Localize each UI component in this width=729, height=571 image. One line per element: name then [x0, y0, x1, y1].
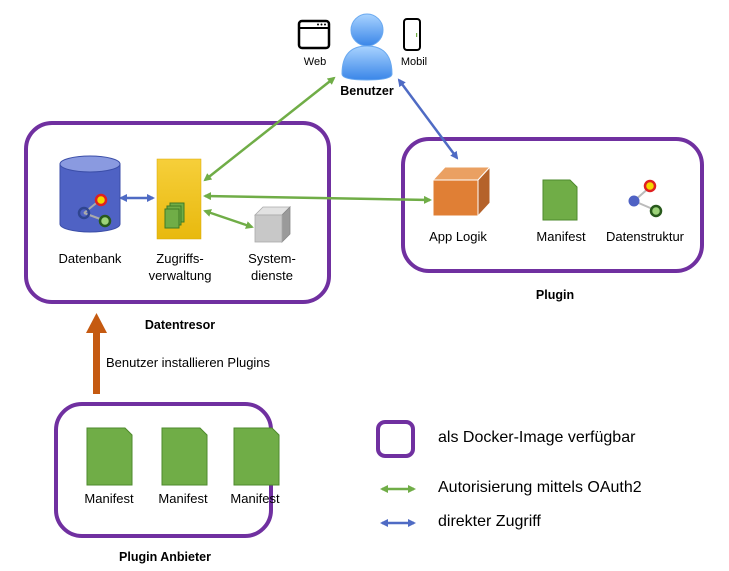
- datentresor-title: Datentresor: [144, 318, 216, 332]
- install-arrow: [86, 313, 107, 394]
- database-icon: [59, 155, 121, 233]
- legend-docker-label: als Docker-Image verfügbar: [438, 429, 636, 446]
- install-arrow-label: Benutzer installieren Plugins: [106, 355, 271, 370]
- system-services-label-line2: dienste: [251, 268, 293, 283]
- anbieter-manifest-label-3: Manifest: [230, 491, 280, 506]
- browser-window-icon: [297, 19, 331, 50]
- manifest-document-icon: [161, 427, 208, 486]
- app-logic-cube-icon: [431, 165, 492, 218]
- legend-direct-label: direkter Zugriff: [438, 513, 541, 530]
- smartphone-icon: [403, 18, 421, 51]
- legend-oauth-label: Autorisierung mittels OAuth2: [438, 479, 642, 496]
- oauth-arrow-access-systemservices: [203, 209, 254, 229]
- plugin-container: [401, 137, 704, 273]
- access-control-label-line1: Zugriffs-: [156, 251, 204, 266]
- manifest-document-icon: [86, 427, 133, 486]
- system-services-label-line1: System-: [248, 251, 296, 266]
- plugin-anbieter-title: Plugin Anbieter: [119, 550, 211, 564]
- database-label: Datenbank: [58, 251, 122, 266]
- direct-arrow-user-applogic: [397, 78, 459, 160]
- user-label: Benutzer: [340, 84, 394, 98]
- web-label: Web: [303, 56, 327, 68]
- manifest-document-icon: [233, 427, 280, 486]
- anbieter-manifest-label-1: Manifest: [84, 491, 134, 506]
- data-structure-label: Datenstruktur: [605, 229, 685, 244]
- oauth-arrow-user-access: [203, 76, 336, 182]
- access-control-icon: [156, 158, 202, 240]
- system-services-cube-icon: [254, 206, 291, 243]
- anbieter-manifest-label-2: Manifest: [158, 491, 208, 506]
- app-logic-label: App Logik: [429, 229, 487, 244]
- oauth-arrow-access-applogic: [203, 192, 432, 204]
- data-structure-graph-icon: [628, 179, 663, 218]
- datentresor-container: [24, 121, 331, 304]
- user-avatar-icon: [341, 13, 393, 81]
- legend-docker-box-symbol: [376, 420, 415, 458]
- plugin-title: Plugin: [535, 288, 575, 302]
- mobile-label: Mobil: [400, 56, 428, 68]
- access-control-label-line2: verwaltung: [148, 268, 212, 283]
- manifest-document-icon: [542, 179, 578, 221]
- plugin-manifest-label: Manifest: [536, 229, 586, 244]
